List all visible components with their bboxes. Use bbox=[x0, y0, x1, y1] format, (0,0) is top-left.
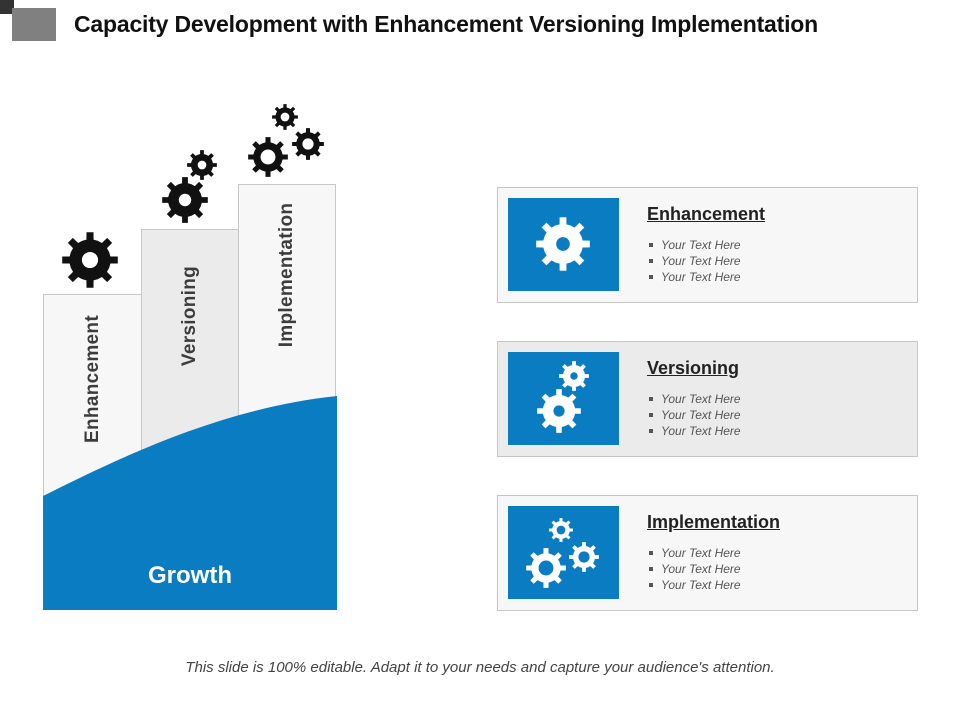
gear-icon bbox=[508, 198, 619, 291]
step-label-implementation: Implementation bbox=[276, 202, 297, 348]
card-heading: Implementation bbox=[647, 512, 781, 532]
slide-title: Capacity Development with Enhancement Ve… bbox=[74, 11, 818, 37]
growth-area bbox=[43, 396, 337, 610]
bullet-item: Your Text Here bbox=[649, 391, 741, 407]
bullet-item: Your Text Here bbox=[649, 253, 741, 269]
bullet-item: Your Text Here bbox=[649, 407, 741, 423]
two-gears-icon bbox=[508, 352, 619, 445]
card-heading: Versioning bbox=[647, 358, 740, 378]
card-versioning: Versioning Your Text Here Your Text Here… bbox=[497, 341, 918, 457]
bullet-list: Your Text Here Your Text Here Your Text … bbox=[649, 545, 741, 593]
bullet-item: Your Text Here bbox=[649, 423, 741, 439]
card-heading: Enhancement bbox=[647, 204, 766, 224]
step-1-gear-icon bbox=[62, 232, 118, 288]
step-2-gears-icon bbox=[162, 150, 217, 223]
card-implementation: Implementation Your Text Here Your Text … bbox=[497, 495, 918, 611]
bullet-item: Your Text Here bbox=[649, 561, 741, 577]
bullet-item: Your Text Here bbox=[649, 545, 741, 561]
bullet-item: Your Text Here bbox=[649, 577, 741, 593]
growth-label: Growth bbox=[148, 562, 232, 589]
card-icon-box bbox=[508, 506, 619, 599]
bullet-item: Your Text Here bbox=[649, 269, 741, 285]
bullet-list: Your Text Here Your Text Here Your Text … bbox=[649, 237, 741, 285]
bullet-item: Your Text Here bbox=[649, 237, 741, 253]
footer-note: This slide is 100% editable. Adapt it to… bbox=[185, 659, 775, 676]
bullet-list: Your Text Here Your Text Here Your Text … bbox=[649, 391, 741, 439]
card-icon-box bbox=[508, 198, 619, 291]
card-icon-box bbox=[508, 352, 619, 445]
corner-mark bbox=[0, 0, 14, 14]
step-3-gears-icon bbox=[248, 104, 324, 177]
step-label-versioning: Versioning bbox=[179, 265, 200, 367]
card-enhancement: Enhancement Your Text Here Your Text Her… bbox=[497, 187, 918, 303]
title-accent-tab bbox=[12, 8, 56, 41]
three-gears-icon bbox=[508, 506, 619, 599]
